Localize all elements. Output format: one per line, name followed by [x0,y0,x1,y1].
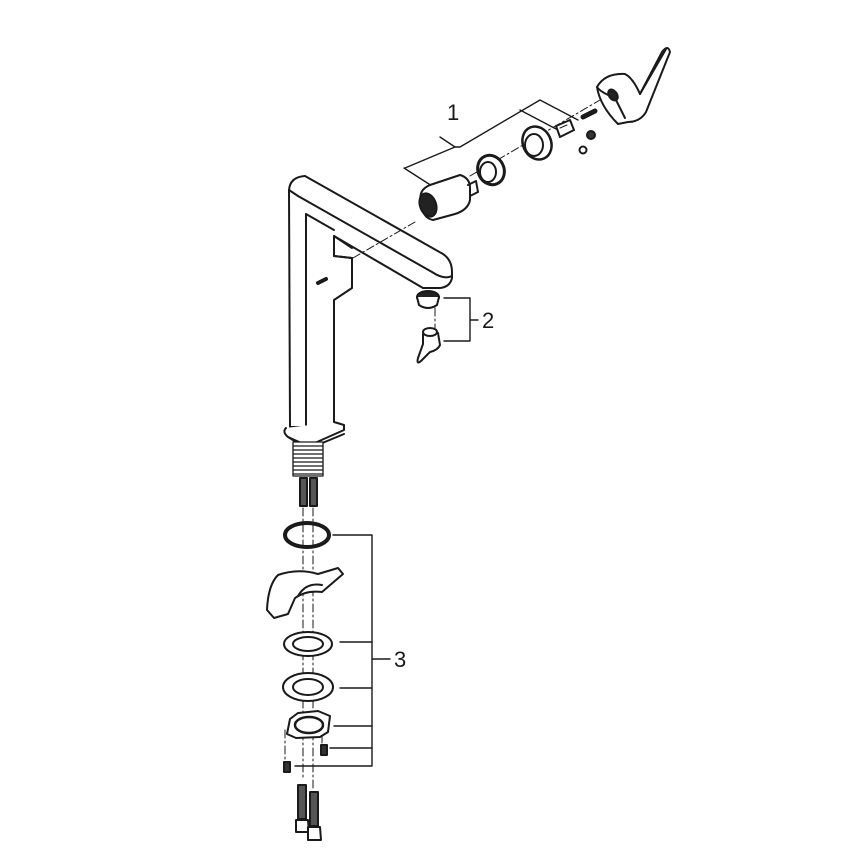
screw-2 [283,761,291,773]
base-gasket [266,567,344,619]
callout-2-leader [443,297,479,342]
washer-2 [282,672,334,702]
hose-tops [299,477,318,507]
small-screw [586,130,596,140]
cap [578,145,588,155]
screw-1 [320,744,328,756]
aerator-key [416,327,441,364]
lever-handle [596,47,671,125]
cartridge [418,174,479,221]
flexible-hoses [295,784,322,841]
aerator-insert [416,290,440,309]
callout-label-3: 3 [394,647,407,672]
handle-adapter [555,119,575,138]
threaded-shank [292,441,324,477]
cover-ring [521,125,553,161]
threaded-bushing [476,153,506,187]
o-ring [283,521,331,549]
set-screw [580,108,598,120]
callout-1-leader [403,99,579,187]
callout-label-2: 2 [482,308,495,333]
washer-1 [283,631,333,657]
mounting-plate [286,710,331,739]
callout-label-1: 1 [447,100,460,125]
callout-3-leader [294,534,391,767]
faucet-body [283,175,453,507]
